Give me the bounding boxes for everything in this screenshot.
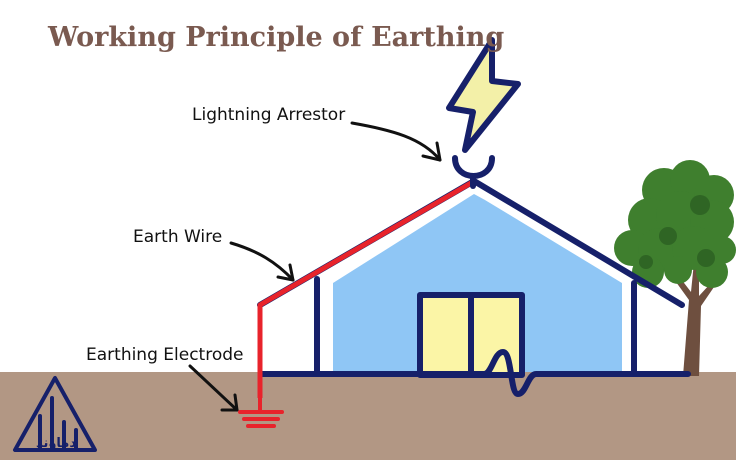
label-earth-wire: Earth Wire — [133, 227, 222, 247]
tree-canopy-shade — [639, 195, 715, 269]
earth-wire — [257, 180, 473, 398]
page-title: Working Principle of Earthing — [47, 22, 504, 53]
brand-logo — [13, 376, 97, 452]
ground — [0, 372, 736, 460]
tree-illustration — [614, 160, 736, 376]
tree-canopy — [614, 160, 736, 288]
arrowhead-earth-wire — [276, 263, 295, 282]
brand-logo-text: دماوند — [36, 436, 76, 451]
house — [257, 178, 691, 397]
lightning-bolt-icon — [446, 37, 521, 153]
label-lightning-arrestor: Lightning Arrestor — [192, 105, 345, 125]
logo-triangle-icon — [13, 376, 97, 452]
lightning-arrestor — [452, 155, 495, 189]
arrow-to-earthing-electrode — [188, 364, 239, 412]
arrowhead-earthing-electrode — [220, 393, 239, 412]
earthing-electrode-symbol — [238, 394, 284, 428]
arrow-to-earth-wire — [229, 241, 295, 282]
tree-trunk — [676, 262, 714, 376]
floor-line — [259, 349, 691, 397]
house-wall-fill — [333, 194, 622, 372]
label-earthing-electrode: Earthing Electrode — [86, 345, 243, 365]
arrowhead-lightning-arrestor — [421, 141, 442, 162]
arrow-to-lightning-arrestor — [350, 121, 442, 162]
